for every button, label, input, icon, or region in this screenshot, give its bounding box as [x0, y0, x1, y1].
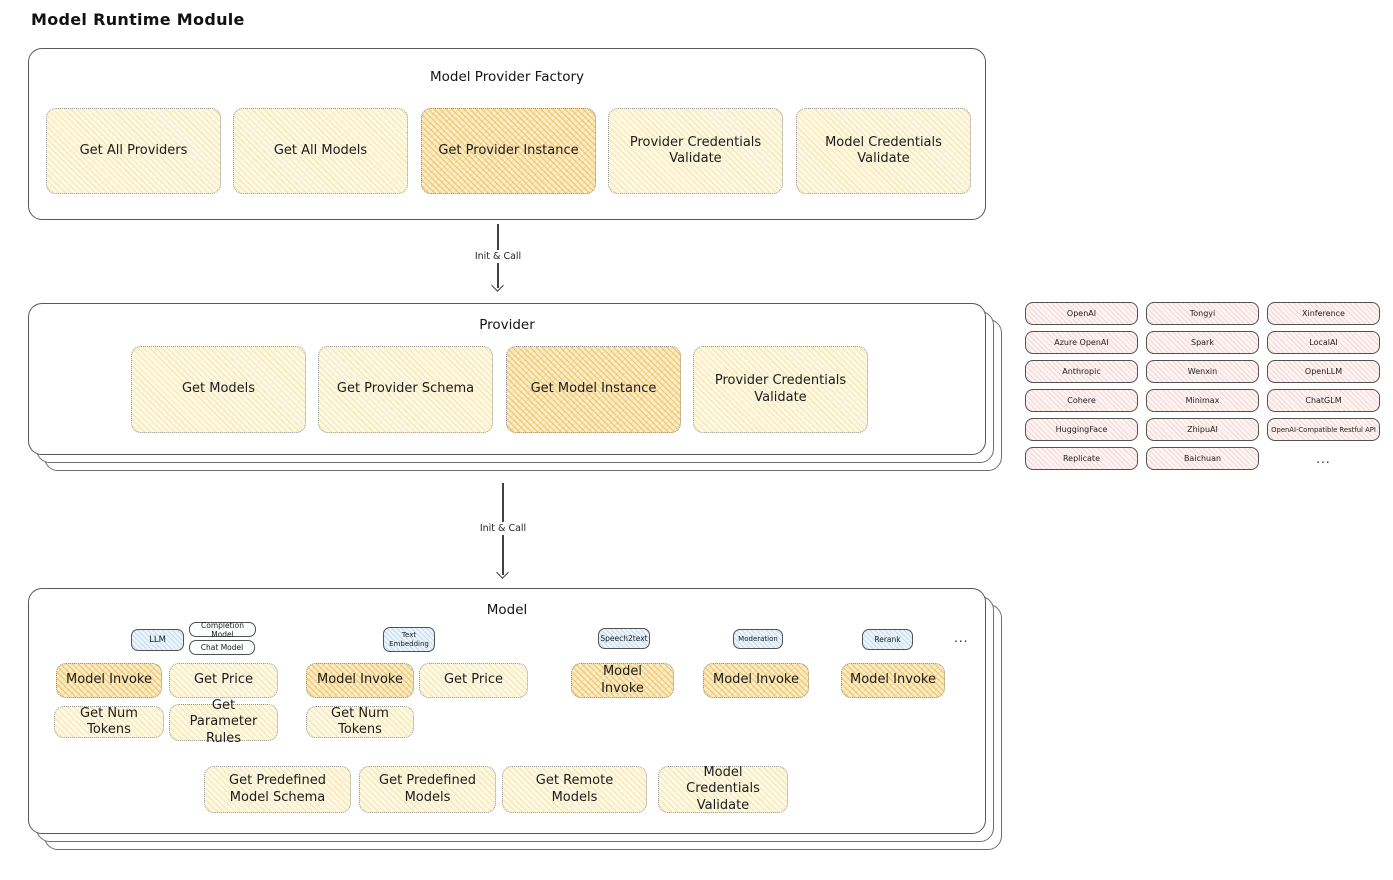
- chip-openllm: OpenLLM: [1267, 360, 1380, 383]
- chip-spark: Spark: [1146, 331, 1259, 354]
- arrow-label-init-call-1: Init & Call: [467, 250, 529, 263]
- node-llm-model-invoke: Model Invoke: [56, 663, 162, 698]
- provider-grid-ellipsis: ...: [1316, 451, 1331, 466]
- model-panel-title: Model: [486, 602, 528, 618]
- factory-panel: Model Provider Factory Get All Providers…: [28, 48, 986, 220]
- tag-rerank: Rerank: [862, 629, 913, 650]
- provider-chips-grid: OpenAI Tongyi Xinference Azure OpenAI Sp…: [1025, 302, 1380, 470]
- factory-panel-title: Model Provider Factory: [429, 69, 584, 85]
- arrow-label-init-call-2: Init & Call: [472, 522, 534, 535]
- node-get-all-models: Get All Models: [233, 108, 408, 194]
- node-embedding-model-invoke: Model Invoke: [306, 663, 414, 698]
- model-tags-ellipsis: ...: [954, 631, 969, 645]
- node-embedding-get-num-tokens: Get Num Tokens: [306, 706, 414, 738]
- node-rerank-model-invoke: Model Invoke: [841, 663, 945, 698]
- node-get-predefined-models: Get Predefined Models: [359, 766, 496, 813]
- chip-localai: LocalAI: [1267, 331, 1380, 354]
- node-get-provider-schema: Get Provider Schema: [318, 346, 493, 433]
- node-model-credentials-validate: Model Credentials Validate: [658, 765, 788, 813]
- chip-wenxin: Wenxin: [1146, 360, 1259, 383]
- chip-chatglm: ChatGLM: [1267, 389, 1380, 412]
- chip-zhipuai: ZhipuAI: [1146, 418, 1259, 441]
- node-provider-credentials-validate: Provider Credentials Validate: [693, 346, 868, 433]
- node-speech2text-model-invoke: Model Invoke: [571, 663, 674, 698]
- chip-cohere: Cohere: [1025, 389, 1138, 412]
- chip-anthropic: Anthropic: [1025, 360, 1138, 383]
- node-llm-get-num-tokens: Get Num Tokens: [54, 706, 164, 738]
- page-title: Model Runtime Module: [31, 10, 245, 29]
- chip-baichuan: Baichuan: [1146, 447, 1259, 470]
- tag-chat-model: Chat Model: [189, 640, 255, 655]
- arrow-down-head-icon: [496, 566, 509, 579]
- chip-openai-compatible-restful-api: OpenAI-Compatible Restful API: [1267, 418, 1380, 441]
- tag-completion-model: Completion Model: [189, 621, 256, 639]
- provider-panel: Provider Get Models Get Provider Schema …: [28, 303, 986, 455]
- chip-openai: OpenAI: [1025, 302, 1138, 325]
- chip-xinference: Xinference: [1267, 302, 1380, 325]
- node-get-predefined-model-schema: Get Predefined Model Schema: [204, 766, 351, 813]
- node-llm-get-price: Get Price: [169, 663, 278, 698]
- node-moderation-model-invoke: Model Invoke: [703, 663, 809, 698]
- tag-llm: LLM: [131, 629, 184, 651]
- tag-moderation: Moderation: [733, 629, 783, 649]
- node-provider-credentials-validate-factory: Provider Credentials Validate: [608, 108, 783, 194]
- tag-text-embedding: Text Embedding: [383, 627, 435, 652]
- chip-huggingface: HuggingFace: [1025, 418, 1138, 441]
- arrow-down-head-icon: [491, 279, 504, 292]
- chip-azure-openai: Azure OpenAI: [1025, 331, 1138, 354]
- node-get-all-providers: Get All Providers: [46, 108, 221, 194]
- node-model-credentials-validate-factory: Model Credentials Validate: [796, 108, 971, 194]
- provider-panel-title: Provider: [479, 317, 535, 333]
- chip-tongyi: Tongyi: [1146, 302, 1259, 325]
- node-embedding-get-price: Get Price: [419, 663, 528, 698]
- node-get-models: Get Models: [131, 346, 306, 433]
- model-panel: Model LLM Completion Model Chat Model Te…: [28, 588, 986, 834]
- node-get-remote-models: Get Remote Models: [502, 766, 647, 813]
- node-llm-get-parameter-rules: Get Parameter Rules: [169, 698, 278, 746]
- chip-minimax: Minimax: [1146, 389, 1259, 412]
- node-get-provider-instance: Get Provider Instance: [421, 108, 596, 194]
- node-get-model-instance: Get Model Instance: [506, 346, 681, 433]
- chip-replicate: Replicate: [1025, 447, 1138, 470]
- tag-speech2text: Speech2text: [598, 628, 650, 649]
